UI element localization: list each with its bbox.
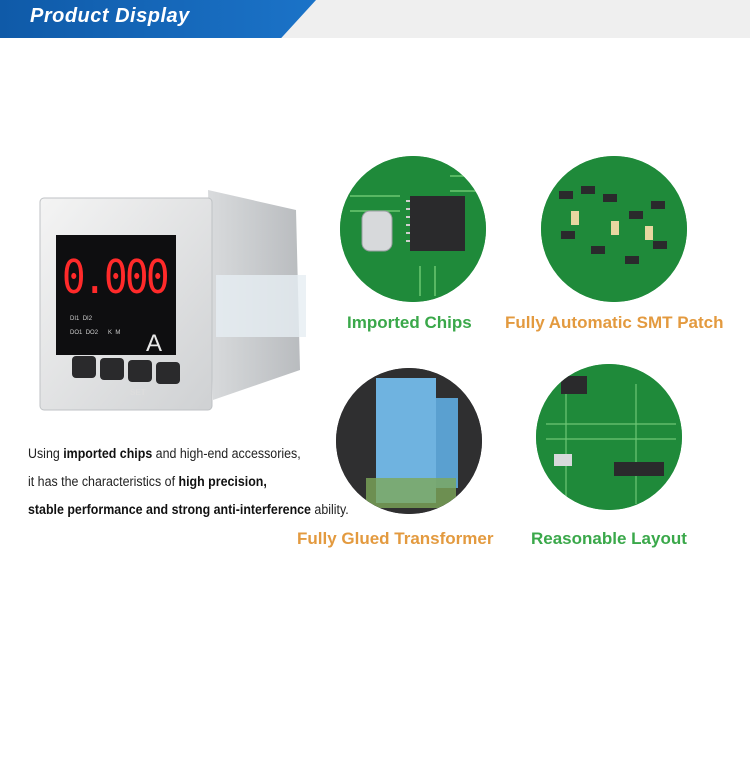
feature-label-smt-patch: Fully Automatic SMT Patch (505, 313, 724, 332)
description-line-2: it has the characteristics of high preci… (28, 474, 267, 489)
meter-unit-symbol: A (146, 330, 163, 357)
feature-label-imported-chips: Imported Chips (347, 313, 472, 332)
indicator-do1: DO1 (70, 330, 83, 336)
indicator-k: K (108, 330, 113, 336)
header-title-banner (0, 0, 316, 38)
meter-indicator-labels: DI1 DI2 DO1 DO2 K M (70, 312, 150, 340)
indicator-m: M (115, 330, 121, 336)
description-line-3: stable performance and strong anti-inter… (28, 502, 349, 517)
description-line-1: Using imported chips and high-end access… (28, 446, 301, 461)
indicator-di1: DI1 (70, 316, 80, 322)
ic-chip-image (340, 156, 486, 302)
meter-set-button-label: SET (130, 388, 146, 397)
page-title: Product Display (30, 5, 190, 27)
feature-label-layout: Reasonable Layout (531, 529, 687, 548)
smt-patch-image (541, 156, 687, 302)
panel-meter-image (39, 190, 306, 411)
meter-display-value: 0.000 (62, 250, 170, 304)
feature-label-transformer: Fully Glued Transformer (297, 529, 494, 548)
indicator-di2: DI2 (82, 316, 93, 322)
pcb-layout-image (536, 364, 682, 510)
indicator-do2: DO2 (85, 330, 99, 336)
transformer-image (336, 368, 482, 514)
